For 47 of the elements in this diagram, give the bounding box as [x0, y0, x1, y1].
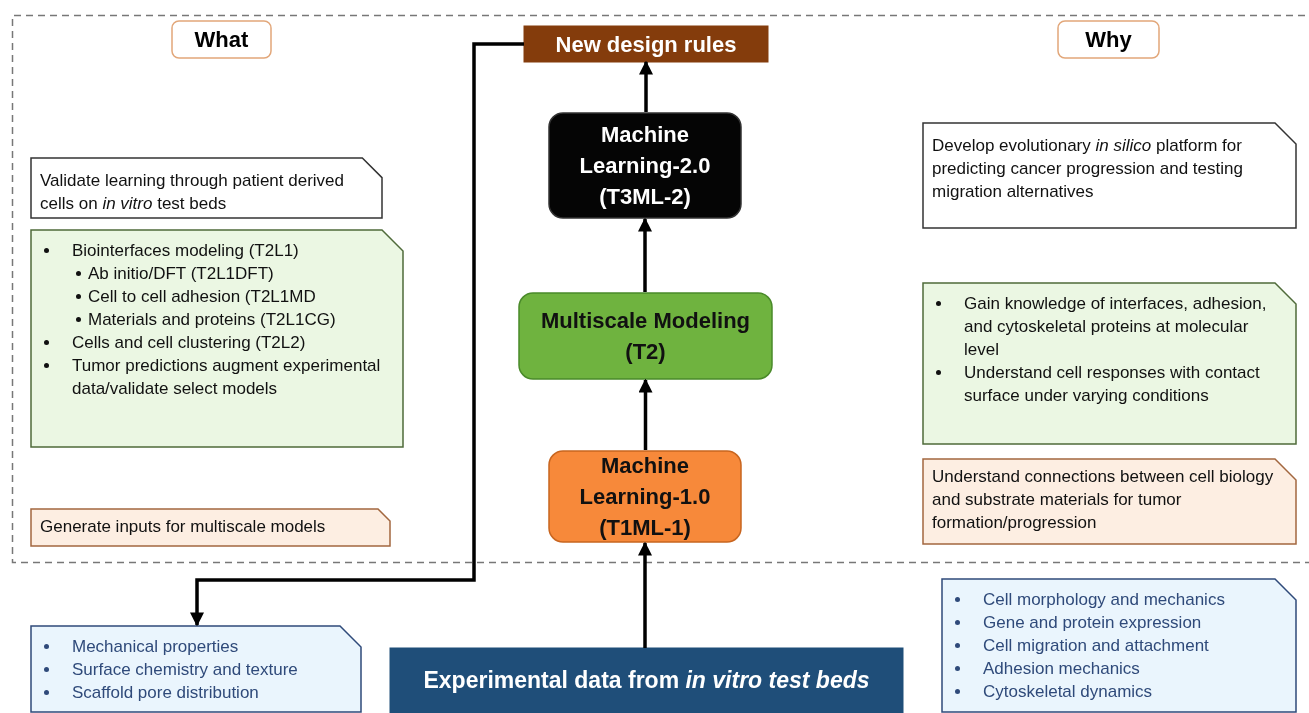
box-label: Why — [1085, 26, 1132, 54]
note-box — [30, 157, 383, 219]
list-box — [941, 578, 1297, 713]
header-tab — [1057, 20, 1160, 59]
list-item: Materials and proteins (T2L1CG) — [88, 310, 336, 329]
list-item: Cell to cell adhesion (T2L1MD — [88, 287, 316, 306]
box-label: Machine Learning-2.0 (T3ML-2) — [578, 121, 712, 211]
process-box — [518, 292, 773, 380]
box-label: New design rules — [555, 30, 737, 59]
list-item: Gene and protein expression — [983, 613, 1202, 632]
list-item: Cell morphology and mechanics — [983, 590, 1225, 609]
note-text: Develop evolutionary in silico platform for predicting cancer progression and testing migration alternatives — [932, 136, 1243, 201]
process-box — [548, 112, 742, 219]
list-item: Cytoskeletal dynamics — [983, 682, 1153, 701]
list-item: Biointerfaces modeling (T2L1) — [72, 241, 299, 260]
list-item: Cell migration and attachment — [983, 636, 1209, 655]
arrow — [638, 217, 652, 292]
list-item: Understand cell responses with contact surface under varying conditions — [964, 363, 1260, 405]
box-label: Multiscale Modeling (T2) — [540, 307, 751, 366]
list-item: Cells and cell clustering (T2L2) — [72, 333, 306, 352]
list-box — [30, 229, 404, 448]
box-label: What — [194, 26, 249, 54]
list-box — [30, 625, 362, 713]
list-box — [922, 282, 1297, 445]
box-label: Machine Learning-1.0 (T1ML-1) — [578, 452, 712, 542]
note-text: Understand connections between cell biology and substrate materials for tumor formation/progression — [932, 467, 1274, 532]
arrow — [190, 42, 524, 627]
note-box — [922, 458, 1297, 545]
arrow — [638, 378, 653, 450]
list-item: Adhesion mechanics — [983, 659, 1140, 678]
banner-box — [390, 648, 903, 713]
arrow — [638, 541, 652, 648]
header-tab — [171, 20, 272, 59]
process-box — [548, 450, 742, 543]
note-box — [922, 122, 1297, 229]
list-item: Ab initio/DFT (T2L1DFT) — [88, 264, 274, 283]
box-label: Experimental data from in vitro test beds — [423, 666, 870, 695]
note-box — [30, 508, 391, 547]
dashed-region — [12, 15, 1309, 563]
list-item: Tumor predictions augment experimental data/validate select models — [72, 356, 381, 398]
list-item: Scaffold pore distribution — [72, 683, 259, 702]
list-item: Mechanical properties — [72, 637, 239, 656]
list-item: Surface chemistry and texture — [72, 660, 298, 679]
list-item: Gain knowledge of interfaces, adhesion, and cytoskeletal proteins at molecular level — [964, 294, 1267, 359]
note-text: Validate learning through patient derived cells on in vitro test beds — [40, 171, 344, 213]
banner-box — [524, 26, 768, 62]
note-text: Generate inputs for multiscale models — [40, 517, 326, 536]
